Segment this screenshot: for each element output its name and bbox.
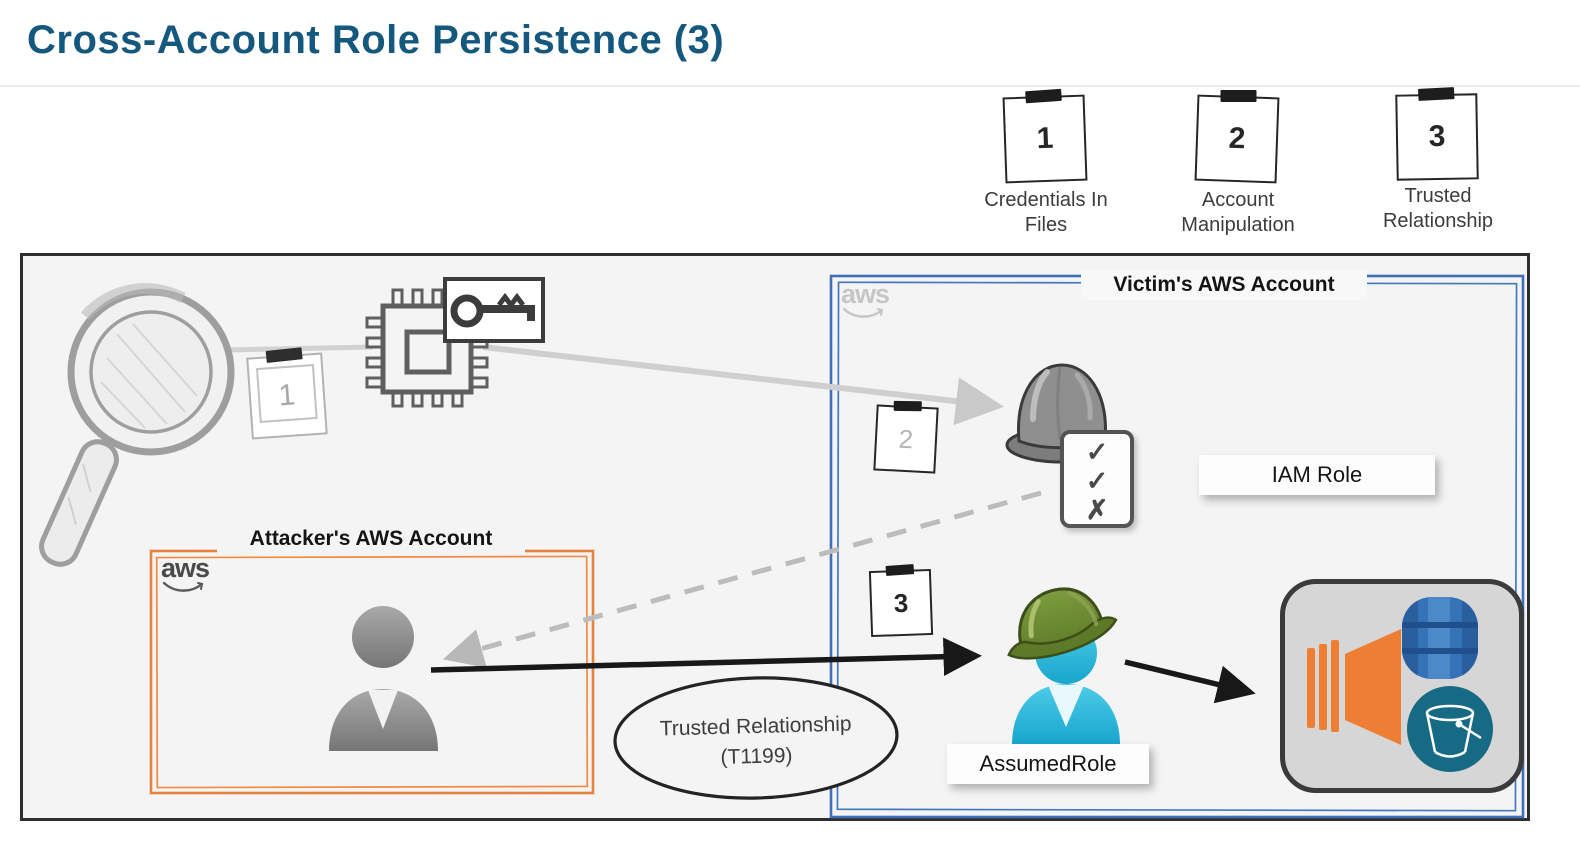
trusted-relationship-ellipse: Trusted Relationship (T1199) [613, 676, 899, 800]
diagram-note-1: 1 [246, 347, 328, 440]
arrow-attacker-to-assumedrole [430, 637, 982, 676]
ec2-icon [1307, 629, 1401, 745]
s3-bucket-icon [1407, 686, 1493, 772]
trusted-relationship-technique-id: (T1199) [720, 744, 793, 769]
diagram-canvas: Trusted Relationship (T1199) [20, 253, 1530, 821]
aws-smile-icon [162, 582, 204, 593]
attacker-account-title: Attacker's AWS Account [217, 524, 525, 554]
legend-note-number: 3 [1428, 119, 1446, 154]
arrow-assumedrole-to-services [1124, 659, 1256, 704]
aws-logo-text: aws [841, 279, 890, 309]
cross-icon: ✗ [1085, 495, 1109, 525]
tape-icon [1025, 88, 1062, 104]
diagram-note-2: 2 [873, 400, 939, 474]
aws-smile-icon [842, 308, 884, 319]
page-title: Cross-Account Role Persistence (3) [27, 18, 725, 62]
tape-icon [265, 347, 303, 363]
legend-note-1: 1 [1002, 88, 1088, 184]
access-key-icon [443, 277, 545, 343]
trusted-relationship-text: Trusted Relationship [660, 712, 852, 740]
legend-note-number: 1 [1036, 121, 1054, 156]
legend-note-2: 2 [1194, 90, 1280, 184]
legend-label-3: Trusted Relationship [1382, 185, 1494, 232]
tape-icon [885, 564, 915, 576]
diagram-note-number: 2 [898, 423, 915, 454]
tape-icon [1220, 90, 1257, 103]
check-icon: ✓ [1085, 466, 1109, 496]
check-icon: ✓ [1085, 437, 1109, 467]
aws-services-box [1280, 579, 1524, 793]
aws-logo-text: aws [161, 553, 210, 583]
tape-icon [1417, 87, 1455, 101]
iam-role-label: IAM Role [1199, 455, 1435, 495]
victim-account-title: Victim's AWS Account [1081, 270, 1367, 300]
arrow-policy-to-attacker-dashed [442, 490, 1042, 668]
aws-logo: aws [161, 553, 210, 594]
diagram-note-number: 3 [893, 587, 909, 618]
note-inner-frame [255, 364, 318, 423]
assumed-role-label: AssumedRole [947, 744, 1149, 784]
title-divider [0, 85, 1580, 87]
attacker-person-icon [329, 606, 438, 751]
assumed-role-person-icon [1007, 587, 1120, 745]
legend-note-number: 2 [1228, 121, 1246, 156]
policy-checklist-icon: ✓ ✓ ✗ [1060, 430, 1134, 528]
diagram-note-3: 3 [868, 564, 934, 638]
legend-label-2: Account Manipulation [1181, 189, 1295, 236]
tape-icon [893, 400, 922, 412]
arrow-credentials-to-iam-role [482, 344, 1004, 426]
legend-label-1: Credentials In Files [984, 189, 1108, 236]
aws-logo: aws [841, 279, 890, 320]
legend-note-3: 3 [1395, 87, 1479, 181]
magnifier-icon [39, 283, 235, 567]
dynamodb-icon [1402, 597, 1478, 679]
